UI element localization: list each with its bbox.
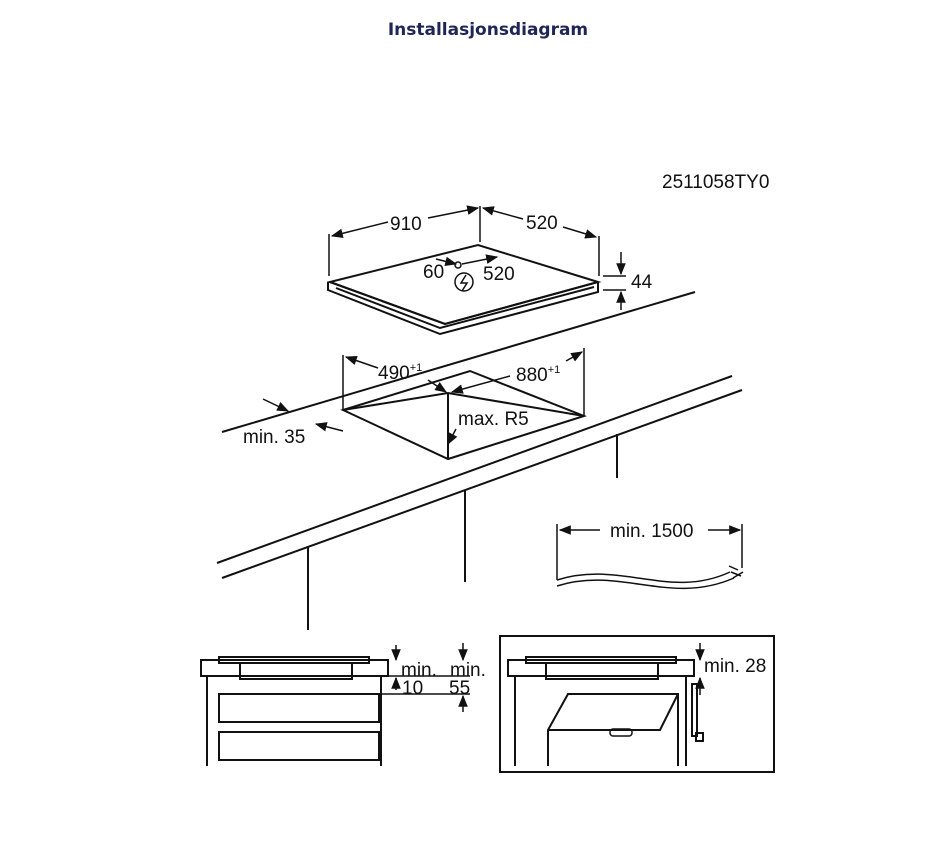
connection-offset-label: 60 (423, 262, 444, 283)
diagram-code: 2511058TY0 (662, 172, 769, 193)
min-gap-label-c: min. 28 (704, 656, 766, 677)
hob-depth-label: 520 (526, 213, 558, 234)
min-gap-label-a: min. (401, 660, 437, 681)
min-gap-value-b: 55 (449, 678, 470, 699)
section-left-drawing (200, 643, 470, 766)
section-right-drawing (499, 635, 775, 773)
hob-width-label: 910 (390, 214, 422, 235)
hob-drawing (326, 243, 602, 336)
cable-drawing (556, 524, 744, 590)
page-title: Installasjonsdiagram (387, 20, 589, 40)
cable-length-label: min. 1500 (610, 521, 693, 542)
edge-distance-label: min. 35 (243, 427, 305, 448)
min-gap-label-b: min. (450, 660, 486, 681)
cutout-width-label: 880+1 (516, 364, 560, 386)
connection-depth-label: 520 (483, 264, 515, 285)
hob-thickness-label: 44 (631, 272, 653, 293)
min-gap-value-a: 10 (402, 678, 423, 699)
worktop-drawing (216, 291, 743, 630)
hob-dimensions (328, 205, 626, 310)
corner-radius-label: max. R5 (458, 409, 529, 430)
cutout-depth-label: 490+1 (378, 362, 422, 384)
cutout-dimensions (262, 348, 585, 446)
